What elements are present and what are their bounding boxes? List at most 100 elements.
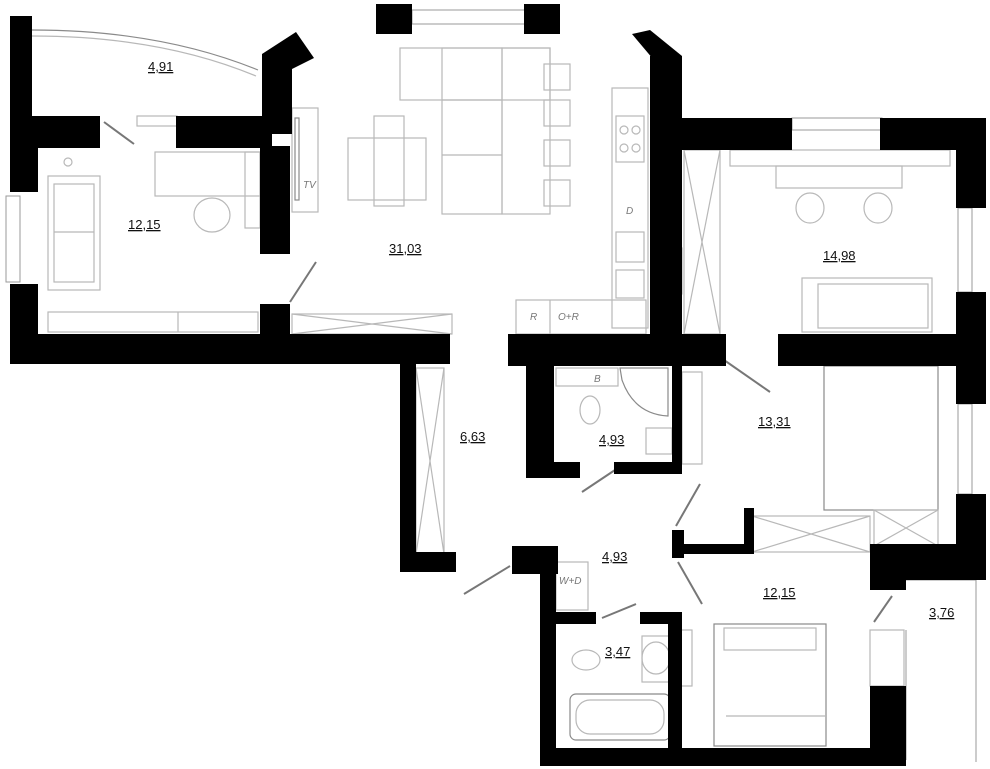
washer-label: W+D [559,576,582,587]
room-label-bedroom-ne: 14,98 [823,248,856,263]
office-sofa-seat [53,183,95,283]
ne-bed [801,277,933,333]
bath2-sink [641,641,671,675]
boiler-label: B [594,374,601,385]
door-bath2 [601,603,637,619]
burner-3 [619,143,629,153]
dining-chairs [373,115,405,207]
wall [376,4,412,34]
tv-stand [291,107,319,213]
office-sofa [47,175,101,291]
wall [400,364,416,572]
room-label-balcony-nw: 4,91 [148,59,173,74]
wall [744,508,754,554]
bathtub-inner [575,699,665,735]
wall [270,334,450,364]
room-label-bathroom-2: 3,47 [605,644,630,659]
wall [668,612,682,760]
wall [526,364,554,478]
cooktop [615,115,645,163]
wall [10,116,100,148]
walls-layer [10,4,986,766]
hall-wardrobe-x [415,367,445,555]
bath1-counter [555,367,619,387]
window-ne-top [791,117,883,131]
ne-bed-mattress [817,283,929,329]
burner-1 [619,125,629,135]
sofa-right [501,47,551,215]
tv-label: TV [303,180,317,191]
door-entry [463,565,511,595]
wall [260,146,290,254]
ne-chair-2 [863,192,893,224]
tv-panel [294,117,300,201]
kitchen-counter [611,87,649,329]
doors-layer [103,121,893,623]
wall [10,334,272,364]
ne-desk [775,165,903,189]
door-ne [723,359,771,393]
wardrobe-ne-x [683,149,721,335]
window-living-top [411,9,527,25]
wall [870,544,906,590]
door-se [677,561,703,605]
room-label-living: 31,03 [389,241,422,256]
room-label-hall-west: 6,63 [460,429,485,444]
bath1-toilet [579,395,601,425]
bar-stool-1 [543,63,571,91]
balcony-arc-inner [31,35,257,77]
bath1-sink [645,427,673,455]
ne-shelf [729,149,951,167]
window-east [957,403,973,495]
kitchen-sink [615,231,645,263]
wall [508,334,726,366]
balcony-arc [31,29,259,71]
wall [672,364,682,474]
dishwasher-label: D [626,206,633,217]
bath2-toilet [571,649,601,671]
room-label-office: 12,15 [128,217,161,232]
sofa-back [399,47,551,101]
room-labels: 4,91 12,15 31,03 14,98 6,63 4,93 4,93 13… [128,59,954,659]
wall [680,544,752,554]
balcony-door-frame [136,115,178,127]
burner-4 [631,143,641,153]
sofa-chaise [441,47,503,215]
wall [614,462,680,474]
door-bath1 [581,467,619,493]
wall [524,4,560,34]
wall [262,32,314,70]
bar-stool-4 [543,179,571,207]
office-shelf [244,151,261,229]
window-office [5,195,21,283]
window-ne-side [957,207,973,293]
ne-chair-1 [795,192,825,224]
east-wardrobe-x [873,509,939,547]
door-balcony [103,121,135,145]
se-bed [713,623,827,747]
wall [176,116,272,148]
room-label-bathroom-1: 4,93 [599,432,624,447]
balcony-se-shelf [869,629,905,687]
oven-label: O+R [558,312,579,323]
wall [540,748,906,766]
office-chair [193,197,231,233]
office-desk [154,151,261,197]
furniture-layer: TV D R O+R [31,29,951,747]
wall [956,118,986,208]
wall [778,334,986,366]
room-label-balcony-se: 3,76 [929,605,954,620]
se-wardrobe-x [751,515,871,553]
wall [526,462,580,478]
door-office [289,261,317,303]
windows-layer [5,9,977,762]
east-bed [823,365,939,511]
wall [672,530,684,558]
se-bed-pillows [723,627,817,651]
wall [10,146,38,192]
wall [650,56,682,340]
room-label-bedroom-se: 12,15 [763,585,796,600]
office-lamp [63,157,73,167]
office-cabinet [47,311,259,333]
